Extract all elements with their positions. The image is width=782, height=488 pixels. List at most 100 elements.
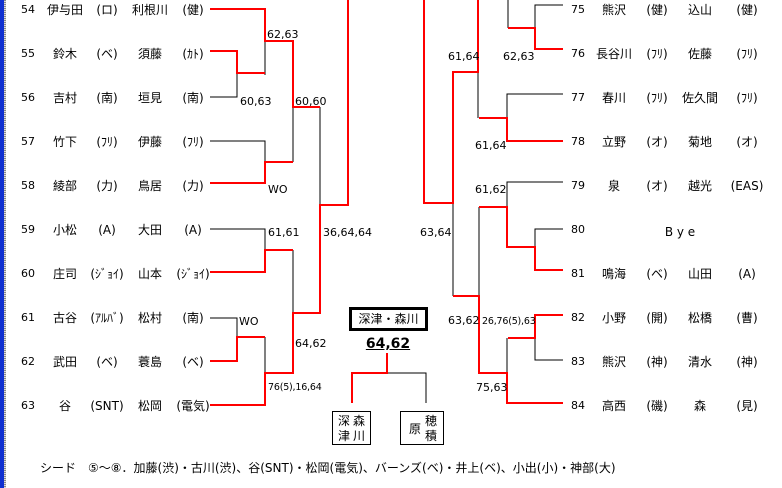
player-club: (ロ) (96, 3, 118, 17)
player-club: (EAS) (730, 179, 764, 193)
winner-line (479, 117, 563, 142)
player-name: 佐久間 (681, 91, 719, 105)
finalist-char: 深 (338, 414, 351, 428)
player-club: (南) (96, 91, 118, 105)
player-name: 古谷 (52, 311, 78, 325)
winner-line (210, 50, 265, 74)
match-score: 76(5),16,64 (268, 382, 322, 393)
finalist-char: 川 (353, 429, 366, 443)
entry-number: 75 (571, 3, 585, 16)
player-name: 武田 (52, 355, 78, 369)
bracket-line (506, 93, 563, 118)
match-score: 60,60 (295, 95, 327, 108)
finalist-char: 穂 (425, 414, 438, 428)
bracket-line (534, 338, 563, 361)
player-name: 鳴海 (601, 267, 627, 281)
winner-line (453, 295, 563, 404)
entry-number: 81 (571, 267, 585, 280)
player-club: (ベ) (182, 355, 204, 369)
player-name: 長谷川 (595, 47, 633, 61)
player-club: (ベ) (96, 47, 118, 61)
player-club: (A) (738, 267, 756, 281)
player-name: 鈴木 (52, 47, 78, 61)
player-club: (ﾌﾘ) (96, 135, 118, 149)
player-name: 吉村 (52, 91, 78, 105)
finalist-char: 津 (338, 429, 351, 443)
finalist-char: 積 (425, 429, 438, 443)
player-club: (オ) (646, 135, 668, 149)
bracket-line (210, 228, 266, 250)
bracket-lines-winner (210, 0, 563, 406)
player-club: (ﾌﾘ) (736, 91, 758, 105)
player-name: 小野 (601, 311, 627, 325)
player-name: 越光 (687, 179, 713, 193)
player-club: (ｶﾄ) (182, 47, 204, 61)
player-club: (健) (736, 3, 758, 17)
match-score: 64,62 (295, 337, 327, 350)
player-name: 谷 (58, 399, 72, 413)
player-club: (開) (646, 311, 668, 325)
player-name: 松岡 (137, 399, 163, 413)
player-name: 立野 (601, 135, 627, 149)
winner-line (210, 8, 320, 108)
player-name: 庄司 (52, 267, 78, 281)
player-club: (見) (736, 399, 758, 413)
player-club: (健) (182, 3, 204, 17)
winner-line (508, 27, 563, 50)
entry-number: 55 (21, 47, 35, 60)
match-score: 63,62 (448, 314, 480, 327)
match-score: 36,64,64 (323, 226, 372, 239)
player-club: (ﾌﾘ) (736, 47, 758, 61)
bracket-line (210, 73, 238, 98)
player-name: 松村 (137, 311, 163, 325)
player-name: 伊藤 (137, 135, 163, 149)
entry-number: 83 (571, 355, 585, 368)
player-name: 松橋 (687, 311, 713, 325)
player-name: 綾部 (52, 179, 78, 193)
match-score: 60,63 (240, 95, 272, 108)
entry-number: 78 (571, 135, 585, 148)
finalist-box-right: 原 穂 積 (400, 411, 444, 445)
winner-line (351, 353, 388, 403)
final-score: 64,62 (365, 336, 411, 352)
match-score: 61,62 (475, 183, 507, 196)
player-club: (A) (184, 223, 202, 237)
seed-note: シード ⑤～⑧．加藤(渋)・古川(渋)、谷(SNT)・松岡(電気)、バーンズ(ベ… (40, 461, 616, 475)
player-name: 鳥居 (137, 179, 163, 193)
player-club: (神) (736, 355, 758, 369)
entry-number: 84 (571, 399, 585, 412)
bracket-line (534, 228, 563, 247)
player-club: (神) (646, 355, 668, 369)
player-name: 熊沢 (601, 355, 627, 369)
player-name: 竹下 (52, 135, 78, 149)
player-name: 垣見 (137, 91, 163, 105)
entry-number: 58 (21, 179, 35, 192)
player-club: (電気) (176, 399, 210, 413)
entry-number: 54 (21, 3, 35, 16)
player-club: (ベ) (646, 267, 668, 281)
entry-number: 59 (21, 223, 35, 236)
player-name: 菊地 (687, 135, 713, 149)
entry-number: 80 (571, 223, 585, 236)
player-club: (オ) (646, 179, 668, 193)
match-score: 61,61 (268, 226, 300, 239)
match-score: 62,63 (267, 28, 299, 41)
entry-number: 61 (21, 311, 35, 324)
finalist-char: 森 (353, 414, 366, 428)
winner-line (479, 206, 563, 271)
match-score: WO (268, 183, 288, 196)
entry-number: 77 (571, 91, 585, 104)
winner-line (210, 336, 265, 362)
bracket-line (534, 4, 563, 28)
player-name: 春川 (601, 91, 627, 105)
player-name: 小松 (52, 223, 78, 237)
player-club: (南) (182, 311, 204, 325)
match-score: 26,76(5),63 (482, 316, 536, 327)
player-club: (健) (646, 3, 668, 17)
player-name: 山田 (687, 267, 713, 281)
player-name: 山本 (137, 267, 163, 281)
player-club: (曹) (736, 311, 758, 325)
bye-label: B y e (664, 225, 696, 239)
player-club: (ﾌﾘ) (646, 91, 668, 105)
